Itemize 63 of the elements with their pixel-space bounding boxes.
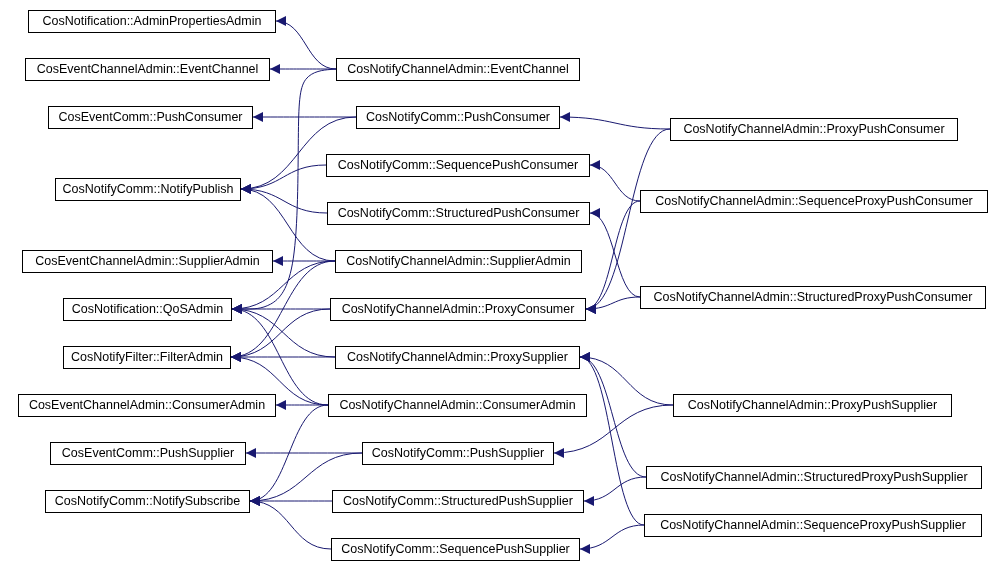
class-name: CosNotifyComm::SequencePushSupplier xyxy=(341,542,570,556)
class-name: CosNotifyChannelAdmin::ProxyPushConsumer xyxy=(683,122,945,136)
inheritance-arrow xyxy=(579,524,645,554)
class-box xyxy=(673,393,952,417)
class-box xyxy=(28,9,276,33)
class-box xyxy=(63,297,232,321)
class-box xyxy=(18,393,276,417)
class-box xyxy=(331,537,580,561)
class-box xyxy=(48,105,253,129)
inheritance-arrow xyxy=(249,497,332,550)
class-name: CosEventComm::PushSupplier xyxy=(61,446,235,460)
class-box xyxy=(25,57,270,81)
class-box xyxy=(330,297,586,321)
class-box xyxy=(640,285,986,309)
class-box xyxy=(63,345,231,369)
class-box xyxy=(332,489,584,513)
inheritance-arrow xyxy=(589,161,641,202)
class-name: CosNotifyChannelAdmin::ProxyConsumer xyxy=(341,302,575,316)
class-name: CosNotifyComm::StructuredPushSupplier xyxy=(343,494,573,508)
class-name: CosNotifyChannelAdmin::EventChannel xyxy=(347,62,569,76)
inheritance-arrow xyxy=(230,352,329,406)
class-name: CosNotifyChannelAdmin::StructuredProxyPushSupplier xyxy=(660,470,968,484)
class-name: CosEventChannelAdmin::EventChannel xyxy=(36,62,259,76)
class-name: CosNotifyChannelAdmin::SequenceProxyPushConsumer xyxy=(655,194,973,208)
class-name: CosNotifyComm::SequencePushConsumer xyxy=(337,158,579,172)
class-name: CosNotifyChannelAdmin::ConsumerAdmin xyxy=(339,398,576,412)
class-name: CosNotification::QoSAdmin xyxy=(71,302,224,316)
class-box xyxy=(45,489,250,513)
class-box xyxy=(335,345,580,369)
class-name: CosNotifyComm::PushSupplier xyxy=(371,446,545,460)
class-box xyxy=(327,201,590,225)
class-box xyxy=(326,153,590,177)
class-name: CosNotifyComm::PushConsumer xyxy=(365,110,551,124)
inheritance-arrow xyxy=(275,17,337,70)
class-box xyxy=(55,177,241,201)
class-name: CosEventChannelAdmin::SupplierAdmin xyxy=(35,254,260,268)
inheritance-arrow xyxy=(559,112,671,130)
class-name: CosNotifyChannelAdmin::SupplierAdmin xyxy=(346,254,571,268)
inheritance-arrow xyxy=(240,185,336,262)
class-name: CosNotifyChannelAdmin::StructuredProxyPushConsumer xyxy=(653,290,973,304)
class-name: CosNotification::AdminPropertiesAdmin xyxy=(42,14,262,28)
class-name: CosNotifyComm::StructuredPushConsumer xyxy=(337,206,580,220)
class-box xyxy=(50,441,246,465)
class-name: CosNotifyChannelAdmin::ProxyPushSupplier xyxy=(687,398,938,412)
class-name: CosNotifyComm::NotifySubscribe xyxy=(54,494,241,508)
class-box xyxy=(335,249,582,273)
class-box xyxy=(362,441,554,465)
class-name: CosNotifyComm::NotifyPublish xyxy=(62,182,234,196)
class-name: CosNotifyFilter::FilterAdmin xyxy=(70,350,224,364)
class-box xyxy=(640,189,988,213)
class-name: CosNotifyChannelAdmin::ProxySupplier xyxy=(347,350,568,364)
class-box xyxy=(646,465,982,489)
class-box xyxy=(336,57,580,81)
class-box xyxy=(644,513,982,537)
class-box xyxy=(670,117,958,141)
class-box xyxy=(328,393,587,417)
class-name: CosEventComm::PushConsumer xyxy=(58,110,243,124)
class-name: CosEventChannelAdmin::ConsumerAdmin xyxy=(28,398,266,412)
inheritance-arrow xyxy=(585,296,641,314)
inheritance-arrow xyxy=(589,210,641,298)
class-name: CosNotifyChannelAdmin::SequenceProxyPushSupplier xyxy=(660,518,966,532)
class-box xyxy=(356,105,560,129)
class-box xyxy=(22,249,273,273)
